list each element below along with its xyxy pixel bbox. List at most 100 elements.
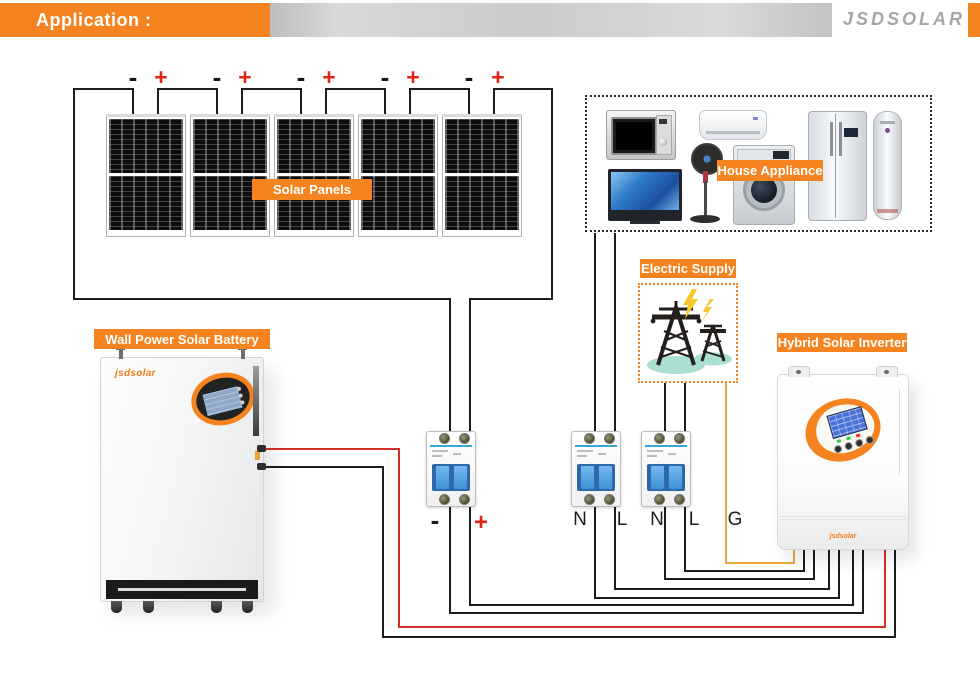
wire-pv-positive xyxy=(551,88,553,300)
battery-foot xyxy=(111,601,122,613)
battery-button xyxy=(236,386,242,392)
battery-button xyxy=(238,393,244,399)
wire-battery-positive xyxy=(259,448,400,450)
status-led xyxy=(855,433,861,438)
mounting-ear-icon xyxy=(876,366,898,377)
solar-panel xyxy=(442,114,522,237)
grid-neutral-label: N xyxy=(650,509,664,530)
wire-grid-neutral xyxy=(813,546,815,580)
wire-load-live xyxy=(614,500,616,590)
wire-pv-string xyxy=(241,88,302,90)
wire-grid-neutral xyxy=(664,382,666,436)
inverter-brand-logo: jsdsolar xyxy=(829,533,857,540)
battery-positive-terminal xyxy=(257,445,266,452)
wire-load-live xyxy=(828,546,830,590)
status-led xyxy=(836,439,842,444)
ground-label: G xyxy=(727,509,743,530)
tv-icon xyxy=(608,169,682,224)
wire-pv-negative xyxy=(449,298,451,436)
wire-pv-string xyxy=(325,88,386,90)
wire-pv-terminal xyxy=(216,88,218,116)
hybrid-inverter-unit: jsdsolar xyxy=(777,366,909,550)
wire-pv-negative xyxy=(73,88,75,300)
air-conditioner-icon xyxy=(699,110,767,140)
wire-battery-negative xyxy=(382,636,896,638)
battery-negative-terminal xyxy=(257,463,266,470)
wire-pv-terminal xyxy=(241,88,243,116)
wire-pv-terminal xyxy=(157,88,159,116)
wire-load-live xyxy=(614,588,830,590)
load-live-label: L xyxy=(616,509,628,530)
battery-foot xyxy=(242,601,253,613)
battery-display-panel xyxy=(185,366,261,432)
battery-foot xyxy=(211,601,222,613)
battery-base xyxy=(106,580,258,599)
panel-terminal-label-minus: - xyxy=(212,62,222,92)
wire-pv-positive xyxy=(469,298,471,436)
panel-terminal-label-minus: - xyxy=(128,62,138,92)
battery-button xyxy=(239,399,245,405)
status-led xyxy=(846,436,851,441)
wire-pv-terminal xyxy=(468,88,470,116)
wire-battery-positive xyxy=(884,546,886,628)
washing-machine-icon xyxy=(733,145,795,225)
header-accent-bar xyxy=(968,3,980,37)
wire-battery-negative xyxy=(259,466,384,468)
inverter-label: Hybrid Solar Inverter xyxy=(777,333,907,352)
wire-load-neutral xyxy=(594,597,840,599)
panel-terminal-label-minus: - xyxy=(464,62,474,92)
panel-terminal-label-minus: - xyxy=(296,62,306,92)
wire-pv-positive xyxy=(469,298,553,300)
battery-side-terminal-strip xyxy=(253,366,259,436)
wire-grid-ground xyxy=(793,546,795,564)
wire-battery-positive xyxy=(398,448,400,628)
page-title: Application : xyxy=(36,9,152,30)
panel-terminal-label-plus: + xyxy=(406,64,420,90)
ac-breaker-load xyxy=(571,431,621,507)
inverter-button xyxy=(843,441,854,452)
inverter-button xyxy=(854,438,865,448)
wire-grid-neutral xyxy=(664,500,666,580)
wire-pv-terminal xyxy=(384,88,386,116)
wire-grid-live xyxy=(684,382,686,436)
wire-grid-live xyxy=(684,570,805,572)
solar-panel xyxy=(190,114,270,237)
inverter-button xyxy=(864,435,875,445)
wire-pv-negative xyxy=(862,546,864,614)
wire-pv-string xyxy=(409,88,470,90)
solar-battery-unit: jsdsolar xyxy=(100,347,266,613)
wire-load-neutral xyxy=(594,500,596,599)
wire-battery-negative xyxy=(382,466,384,638)
wire-grid-neutral xyxy=(664,578,815,580)
wire-grid-live xyxy=(803,546,805,572)
mounting-hook-icon xyxy=(238,347,247,359)
battery-connector xyxy=(255,451,260,460)
inverter-button xyxy=(833,444,844,455)
mounting-hook-icon xyxy=(116,347,125,359)
wire-grid-live xyxy=(684,500,686,572)
panel-terminal-label-plus: + xyxy=(491,64,505,90)
wire-pv-positive xyxy=(469,604,854,606)
wire-pv-negative xyxy=(449,500,451,614)
grid-live-label: L xyxy=(688,509,700,530)
lightning-icon xyxy=(701,299,714,323)
wire-battery-negative xyxy=(894,546,896,638)
wire-pv-terminal xyxy=(132,88,134,116)
inverter-side-seam xyxy=(899,389,900,475)
electric-supply-box xyxy=(638,283,738,383)
wire-battery-positive xyxy=(398,626,886,628)
electric-supply-label: Electric Supply xyxy=(640,259,736,278)
wire-grid-ground xyxy=(725,382,727,564)
wire-grid-ground xyxy=(725,562,795,564)
solar-panel xyxy=(358,114,438,237)
solar-panels-label: Solar Panels xyxy=(252,179,372,200)
header-gray-bar xyxy=(270,3,832,37)
wire-pv-negative xyxy=(73,298,451,300)
panel-terminal-label-plus: + xyxy=(322,64,336,90)
wire-pv-string xyxy=(493,88,553,90)
lightning-icon xyxy=(683,289,698,319)
house-appliance-label: House Appliance xyxy=(717,160,823,181)
ac-breaker-grid xyxy=(641,431,691,507)
panel-terminal-label-minus: - xyxy=(380,62,390,92)
